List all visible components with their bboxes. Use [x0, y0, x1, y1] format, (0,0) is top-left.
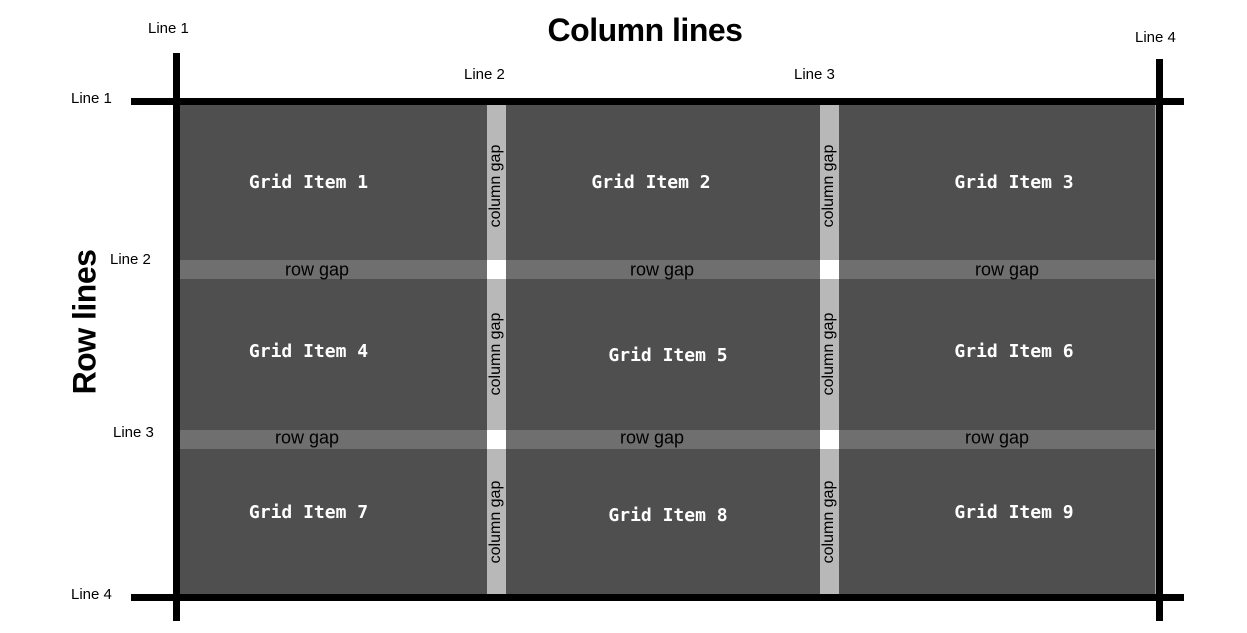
gap-intersection: [820, 260, 839, 279]
row-gap-bar-2: [180, 430, 1155, 449]
row-line-1: [131, 98, 1184, 105]
column-line-label-2: Line 2: [464, 66, 505, 83]
gap-intersection: [487, 260, 506, 279]
row-line-4: [131, 594, 1184, 601]
grid-item-label: Grid Item 8: [608, 504, 728, 526]
grid-item-4: Grid Item 4: [130, 279, 487, 424]
row-gap-label: row gap: [284, 259, 350, 280]
grid-item-label: Grid Item 1: [248, 171, 369, 193]
grid-item-6: Grid Item 6: [839, 279, 1189, 424]
column-line-1: [173, 53, 180, 621]
row-gap-label: row gap: [974, 259, 1040, 280]
column-gap-label: column gap: [820, 144, 837, 228]
row-line-label-3: Line 3: [113, 424, 154, 441]
column-gap-label: column gap: [487, 144, 504, 228]
gap-intersection: [487, 430, 506, 449]
grid-item-1: Grid Item 1: [130, 104, 487, 260]
row-line-label-1: Line 1: [71, 90, 112, 107]
row-gap-bar-1: [180, 260, 1155, 279]
row-lines-title: Row lines: [66, 249, 103, 395]
grid-item-5: Grid Item 5: [506, 285, 830, 425]
column-gap-label: column gap: [820, 480, 837, 564]
column-gap-label: column gap: [487, 312, 504, 396]
gap-intersection: [820, 430, 839, 449]
grid-item-9: Grid Item 9: [839, 449, 1189, 575]
column-line-label-1: Line 1: [148, 20, 189, 37]
column-gap-label: column gap: [820, 312, 837, 396]
grid-item-3: Grid Item 3: [839, 104, 1189, 260]
column-lines-title: Column lines: [547, 12, 743, 48]
grid-item-7: Grid Item 7: [130, 449, 487, 575]
row-line-label-2: Line 2: [110, 251, 151, 268]
row-gap-label: row gap: [629, 259, 695, 280]
column-line-4: [1156, 59, 1163, 621]
grid-item-label: Grid Item 6: [954, 341, 1074, 362]
grid-item-label: Grid Item 7: [248, 501, 369, 523]
grid-item-label: Grid Item 2: [591, 171, 711, 193]
column-line-label-4: Line 4: [1135, 29, 1176, 46]
grid-item-label: Grid Item 3: [954, 171, 1074, 193]
grid-item-label: Grid Item 5: [608, 344, 728, 366]
column-gap-bar-2: [820, 104, 839, 597]
grid-item-2: Grid Item 2: [506, 104, 796, 260]
column-line-label-3: Line 3: [794, 66, 835, 83]
column-gap-bar-1: [487, 104, 506, 597]
row-line-label-4: Line 4: [71, 586, 112, 603]
row-gap-label: row gap: [274, 427, 340, 448]
grid-item-label: Grid Item 9: [954, 501, 1074, 523]
row-gap-label: row gap: [619, 427, 685, 448]
row-gap-label: row gap: [964, 427, 1030, 448]
grid-container: [180, 104, 1156, 597]
grid-item-label: Grid Item 4: [248, 341, 369, 362]
grid-item-8: Grid Item 8: [506, 455, 830, 575]
column-gap-label: column gap: [487, 480, 504, 564]
